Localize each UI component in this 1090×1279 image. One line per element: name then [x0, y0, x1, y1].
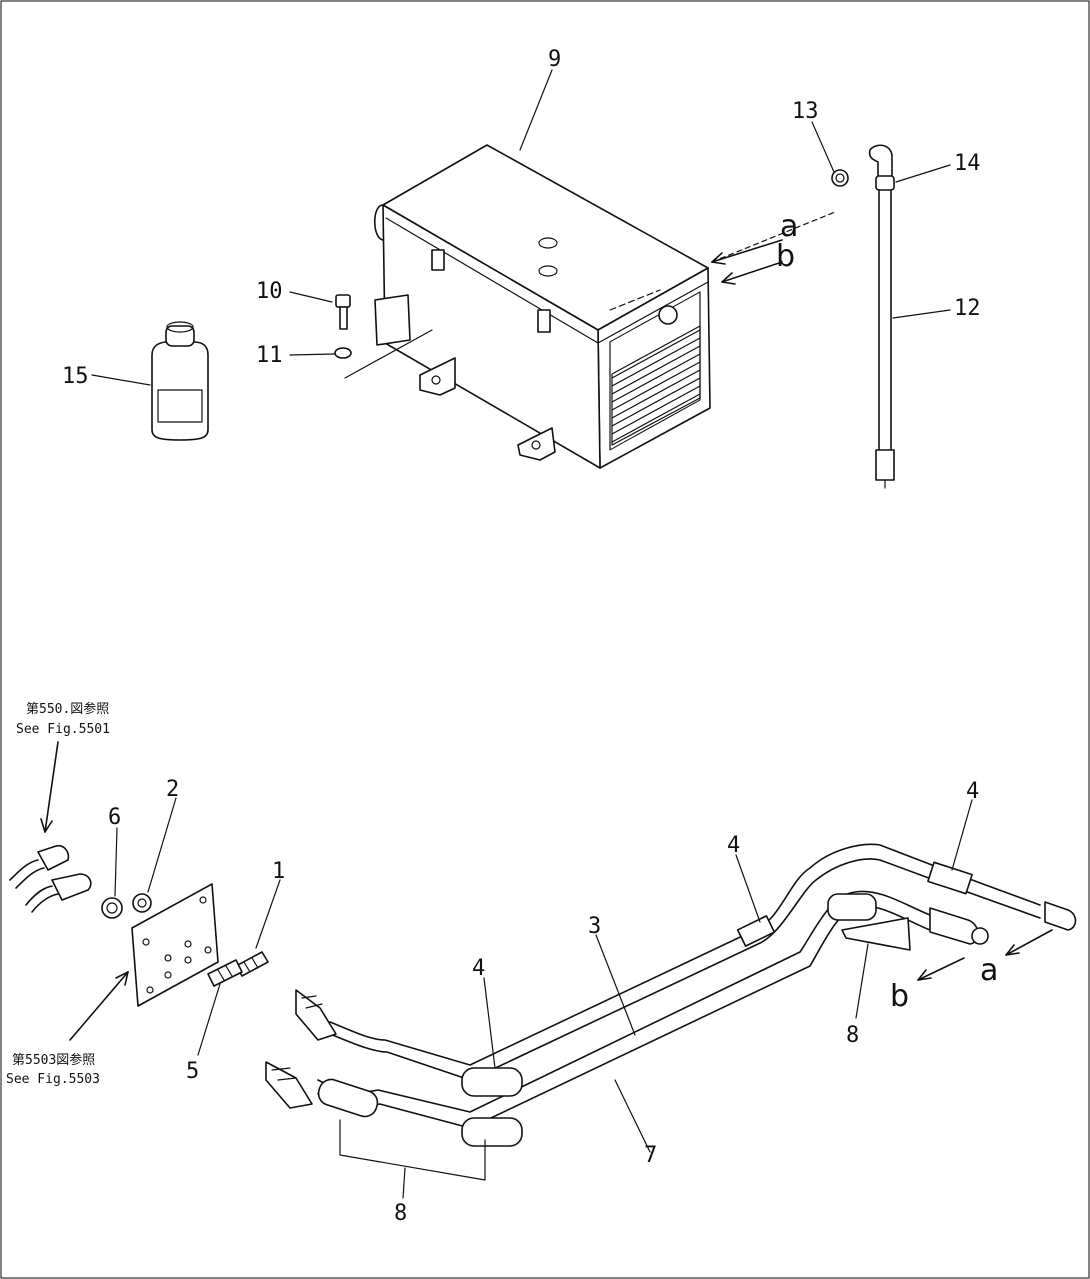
label-b-top: b: [776, 239, 795, 274]
mounting-plate: [131, 883, 219, 1007]
bolt-10: [335, 294, 351, 330]
callout-8-bottom: 8: [394, 1201, 407, 1226]
svg-text:第5503図参照: 第5503図参照: [12, 1052, 95, 1068]
callout-3: 3: [588, 914, 601, 939]
callout-13: 13: [792, 99, 819, 124]
callout-11: 11: [256, 343, 283, 368]
callout-6: 6: [108, 805, 121, 830]
existing-hoses: [9, 844, 92, 913]
cover-8-left: [461, 1117, 523, 1147]
arrow-b-bottom: [917, 957, 965, 981]
callout-14: 14: [954, 151, 981, 176]
label-b-bottom: b: [890, 979, 909, 1014]
callout-7: 7: [644, 1143, 657, 1168]
label-a-top: a: [780, 209, 798, 244]
arrow-a-bottom: [1005, 929, 1053, 956]
unit-box: [344, 144, 711, 469]
callout-4-left: 4: [472, 956, 485, 981]
callout-2: 2: [166, 777, 179, 802]
callout-9: 9: [548, 47, 561, 72]
callout-15: 15: [62, 364, 89, 389]
cover-8-right: [827, 893, 877, 921]
arrow-b-top: [721, 261, 783, 283]
nut-2: [132, 893, 152, 913]
svg-text:See Fig.5501: See Fig.5501: [16, 722, 110, 737]
svg-text:See Fig.5503: See Fig.5503: [6, 1072, 100, 1087]
callout-10: 10: [256, 279, 283, 304]
nut-6: [101, 897, 123, 919]
svg-text:第550.図参照: 第550.図参照: [26, 701, 109, 717]
fitting-5: [207, 959, 243, 987]
drain-hose-12: [868, 144, 895, 489]
callout-4-middle: 4: [727, 833, 740, 858]
callout-12: 12: [954, 296, 981, 321]
washer-11: [334, 347, 352, 359]
callout-5: 5: [186, 1059, 199, 1084]
clamp-13: [831, 169, 849, 187]
arrow-a-top: [711, 239, 783, 263]
label-a-bottom: a: [980, 953, 998, 988]
cover-4-left: [461, 1067, 523, 1097]
callout-4-right: 4: [966, 779, 979, 804]
leaders-bottom: [114, 797, 973, 1199]
reference-fig-5501: 第550.図参照 See Fig.5501: [16, 701, 110, 833]
bottle-15: [151, 321, 209, 441]
callout-8-right: 8: [846, 1023, 859, 1048]
reference-fig-5503: 第5503図参照 See Fig.5503: [6, 971, 129, 1087]
callout-1: 1: [272, 859, 285, 884]
leaders-top: [91, 69, 951, 386]
pipe-3: [295, 843, 1077, 1081]
